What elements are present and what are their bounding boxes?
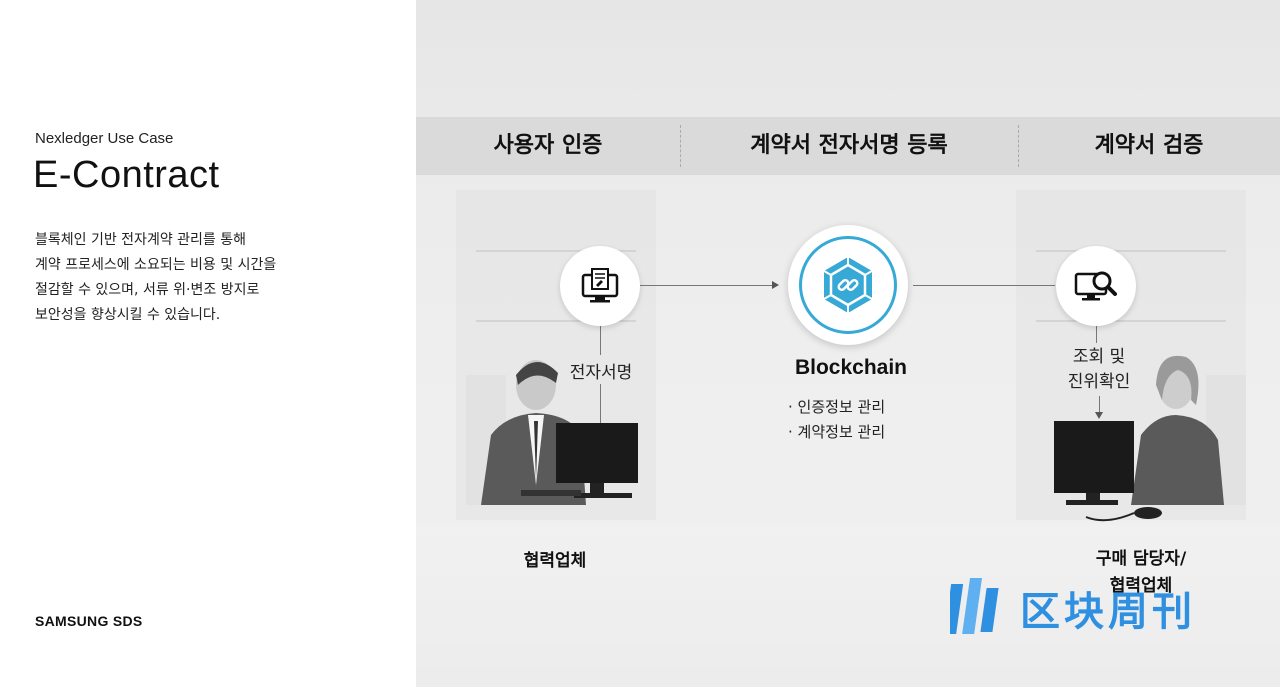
actor-left-label: 협력업체 bbox=[523, 551, 587, 571]
illustration-panel: 사용자 인증 계약서 전자서명 등록 계약서 검증 bbox=[416, 0, 1280, 687]
verify-label-line: 조회 및 bbox=[1072, 347, 1126, 367]
description-line: 절감할 수 있으며, 서류 위·변조 방지로 bbox=[35, 282, 260, 298]
watermark-text: 区块周刊 bbox=[1020, 589, 1196, 635]
monitor-magnifier-icon bbox=[1074, 271, 1117, 301]
flow-line bbox=[600, 325, 601, 355]
blockchain-node bbox=[788, 225, 908, 345]
page-title: E-Contract bbox=[33, 154, 220, 196]
description-line: 블록체인 기반 전자계약 관리를 통해 bbox=[35, 232, 246, 248]
flow-line bbox=[1096, 325, 1097, 343]
use-case-subtitle: Nexledger Use Case bbox=[35, 130, 174, 147]
brand-logo: SAMSUNG SDS bbox=[35, 613, 143, 629]
step-contract-verify: 계약서 검증 bbox=[1094, 133, 1204, 158]
background-line bbox=[1036, 250, 1226, 252]
chain-cube-icon bbox=[823, 257, 873, 313]
female-worker-illustration bbox=[1054, 355, 1246, 522]
background-line bbox=[476, 320, 636, 322]
blockchain-bullet-list: · 인증정보 관리 · 계약정보 관리 bbox=[788, 395, 885, 445]
step-divider bbox=[680, 125, 681, 167]
background-line bbox=[476, 250, 636, 252]
arrow-right-icon bbox=[772, 281, 779, 289]
background-line bbox=[1036, 320, 1226, 322]
watermark: 区块周刊 bbox=[950, 576, 1196, 640]
esign-label: 전자서명 bbox=[569, 363, 633, 383]
info-panel: Nexledger Use Case E-Contract 블록체인 기반 전자… bbox=[0, 0, 416, 687]
document-monitor-icon bbox=[581, 268, 619, 303]
step-bar: 사용자 인증 계약서 전자서명 등록 계약서 검증 bbox=[416, 117, 1280, 175]
bullet-text: 인증정보 관리 bbox=[797, 398, 886, 416]
actor-right-line: 협력업체 bbox=[1109, 576, 1173, 596]
bullet-item: · 인증정보 관리 bbox=[788, 398, 886, 416]
step-contract-sign: 계약서 전자서명 등록 bbox=[750, 133, 948, 158]
flow-line bbox=[600, 384, 601, 424]
blockchain-ring bbox=[799, 236, 897, 334]
description: 블록체인 기반 전자계약 관리를 통해 계약 프로세스에 소요되는 비용 및 시… bbox=[35, 228, 365, 328]
verify-label: 조회 및 진위확인 bbox=[1046, 345, 1152, 395]
male-worker-illustration bbox=[466, 360, 638, 505]
step-divider bbox=[1018, 125, 1019, 167]
actor-right-line: 구매 담당자/ bbox=[1095, 549, 1187, 569]
floor bbox=[416, 525, 1280, 687]
actor-right-label: 구매 담당자/ 협력업체 bbox=[1076, 546, 1206, 600]
watermark-logo-icon bbox=[950, 578, 999, 634]
verify-label-line: 진위확인 bbox=[1067, 372, 1131, 392]
flow-line bbox=[640, 285, 774, 286]
blockchain-label: Blockchain bbox=[794, 356, 908, 379]
step-user-auth: 사용자 인증 bbox=[493, 133, 603, 158]
description-line: 계약 프로세스에 소요되는 비용 및 시간을 bbox=[35, 257, 277, 273]
bullet-item: · 계약정보 관리 bbox=[788, 423, 886, 441]
flow-line bbox=[913, 285, 1055, 286]
flow-line bbox=[1099, 396, 1100, 412]
esign-icon-circle bbox=[560, 246, 640, 326]
arrow-down-icon bbox=[1095, 412, 1103, 419]
verify-icon-circle bbox=[1056, 246, 1136, 326]
description-line: 보안성을 향상시킬 수 있습니다. bbox=[35, 307, 221, 323]
bullet-text: 계약정보 관리 bbox=[797, 423, 886, 441]
